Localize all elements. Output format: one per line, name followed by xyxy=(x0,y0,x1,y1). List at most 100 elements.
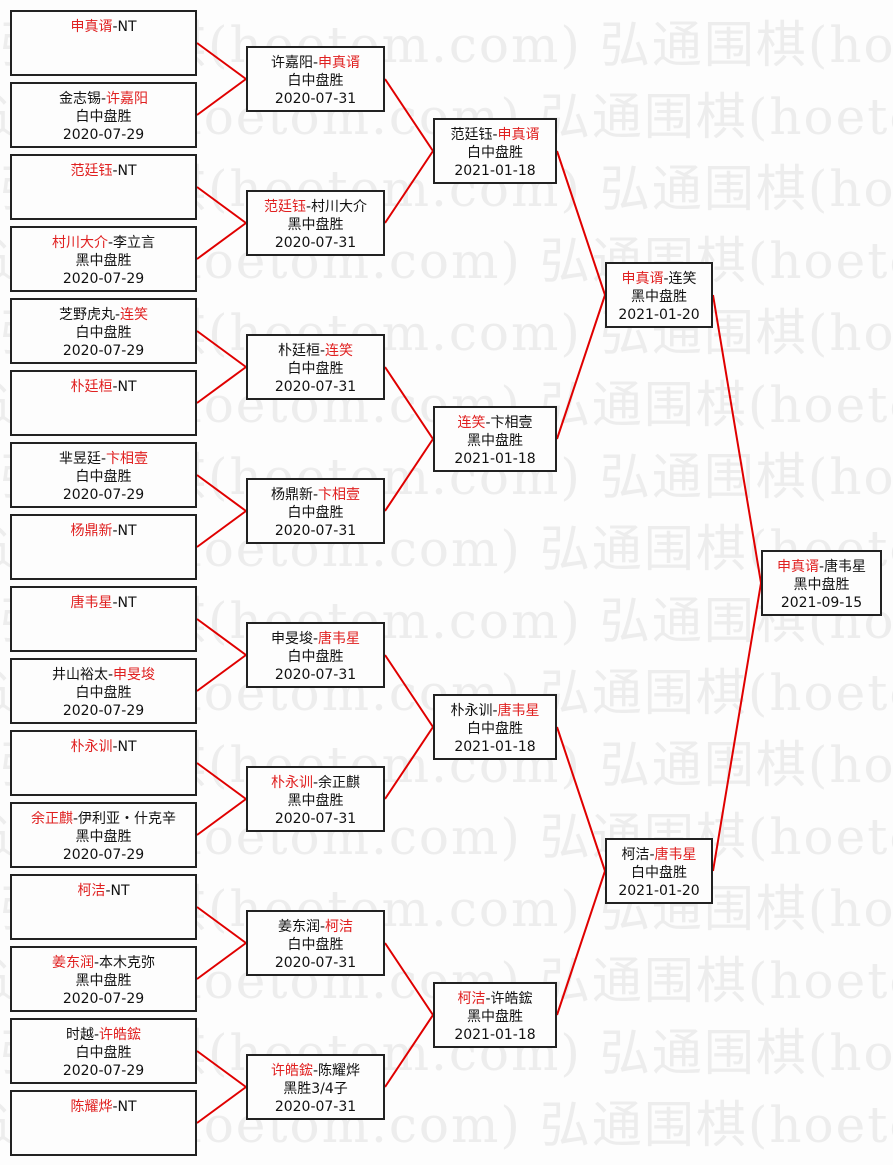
match-date: 2020-07-31 xyxy=(274,811,357,827)
match-result: 白中盘胜 xyxy=(287,73,344,89)
separator: - xyxy=(312,55,319,71)
separator: - xyxy=(663,271,669,287)
separator: - xyxy=(319,343,326,359)
match-players: 范廷钰-村川大介 xyxy=(248,198,383,216)
bracket-connector xyxy=(196,1086,247,1124)
match-players: 申真谞-NT xyxy=(12,18,195,36)
bracket-connector xyxy=(196,654,247,692)
separator: - xyxy=(319,919,326,935)
match-players: 金志锡-许嘉阳 xyxy=(12,90,195,108)
bracket-connector xyxy=(196,1050,247,1088)
match-result: 白中盘胜 xyxy=(75,109,132,125)
player-name: 申旻埈 xyxy=(270,631,313,647)
player-name: 余正麒 xyxy=(318,775,361,791)
winner-name: 申真谞 xyxy=(318,55,361,71)
winner-name: 许皓鋐 xyxy=(270,1063,313,1079)
separator: - xyxy=(105,883,111,899)
bracket-connector xyxy=(384,78,434,152)
player-name: 唐韦星 xyxy=(824,559,867,575)
player-name: 伊利亚・什克辛 xyxy=(78,811,177,827)
winner-name: 申真谞 xyxy=(776,559,819,575)
player-name: 杨鼎新 xyxy=(270,487,313,503)
winner-name: 柯洁 xyxy=(325,919,354,935)
match-result: 白中盘胜 xyxy=(287,505,344,521)
match-result: 黑中盘胜 xyxy=(631,289,687,305)
match-date: 2020-07-29 xyxy=(62,343,145,359)
bracket-connector xyxy=(196,366,247,404)
winner-name: 朴廷桓 xyxy=(70,379,113,395)
winner-name: 卞相壹 xyxy=(318,487,361,503)
match-box: 朴永训-NT xyxy=(10,730,197,796)
winner-name: 唐韦星 xyxy=(497,703,540,719)
match-date: 2021-01-18 xyxy=(454,163,536,179)
match-players: 芝野虎丸-连笑 xyxy=(12,306,195,324)
match-date: 2020-07-31 xyxy=(274,379,357,395)
match-players: 柯洁-许皓鋐 xyxy=(435,990,555,1008)
match-date: 2020-07-31 xyxy=(274,1099,357,1115)
match-players: 时越-许皓鋐 xyxy=(12,1026,195,1044)
bracket-connector xyxy=(384,438,434,512)
winner-name: 唐韦星 xyxy=(318,631,361,647)
bracket-connector xyxy=(556,294,606,440)
separator: - xyxy=(112,523,118,539)
match-result: 白中盘胜 xyxy=(631,865,687,881)
match-players: 姜东润-本木克弥 xyxy=(12,954,195,972)
match-players: 申真谞-连笑 xyxy=(607,270,711,288)
bracket-connector xyxy=(196,942,247,980)
separator: - xyxy=(107,235,114,251)
bracket-connector xyxy=(556,150,606,296)
match-date: 2020-07-29 xyxy=(62,487,145,503)
winner-name: 杨鼎新 xyxy=(70,523,113,539)
match-players: 杨鼎新-NT xyxy=(12,522,195,540)
separator: - xyxy=(485,415,491,431)
separator: - xyxy=(114,307,121,323)
player-name: 李立言 xyxy=(113,235,156,251)
match-result: 黑中盘胜 xyxy=(793,577,850,593)
separator: - xyxy=(93,1027,100,1043)
player-name: 范廷钰 xyxy=(450,127,493,143)
winner-name: 申旻埈 xyxy=(113,667,156,683)
bracket-connector xyxy=(196,222,247,260)
separator: - xyxy=(93,955,100,971)
separator: - xyxy=(112,379,118,395)
bracket-connector xyxy=(196,510,247,548)
match-players: 连笑-卞相壹 xyxy=(435,414,555,432)
match-players: 柯洁-唐韦星 xyxy=(607,846,711,864)
separator: - xyxy=(312,631,319,647)
match-result: 白中盘胜 xyxy=(287,649,344,665)
bracket-connector xyxy=(196,186,247,224)
match-date: 2021-01-18 xyxy=(454,739,536,755)
match-players: 唐韦星-NT xyxy=(12,594,195,612)
match-players: 许皓鋐-陈耀烨 xyxy=(248,1062,383,1080)
match-players: 朴永训-NT xyxy=(12,738,195,756)
match-players: 井山裕太-申旻埈 xyxy=(12,666,195,684)
bracket-connector xyxy=(196,618,247,656)
player-name: NT xyxy=(117,379,137,395)
winner-name: 连笑 xyxy=(120,307,149,323)
winner-name: 连笑 xyxy=(325,343,354,359)
separator: - xyxy=(112,1099,118,1115)
bracket-connector xyxy=(384,654,434,728)
match-date: 2020-07-29 xyxy=(62,1063,145,1079)
player-name: 芝野虎丸 xyxy=(58,307,115,323)
match-result: 白中盘胜 xyxy=(75,325,132,341)
bracket-connector xyxy=(384,1014,434,1088)
separator: - xyxy=(818,559,825,575)
bracket-connector xyxy=(384,150,434,224)
player-name: 朴永训 xyxy=(450,703,493,719)
match-date: 2020-07-31 xyxy=(274,91,357,107)
separator: - xyxy=(107,667,114,683)
player-name: NT xyxy=(117,163,137,179)
match-players: 范廷钰-NT xyxy=(12,162,195,180)
match-players: 朴永训-余正麒 xyxy=(248,774,383,792)
match-result: 黑中盘胜 xyxy=(287,217,344,233)
separator: - xyxy=(485,991,491,1007)
winner-name: 申真谞 xyxy=(497,127,540,143)
match-result: 白中盘胜 xyxy=(75,469,132,485)
